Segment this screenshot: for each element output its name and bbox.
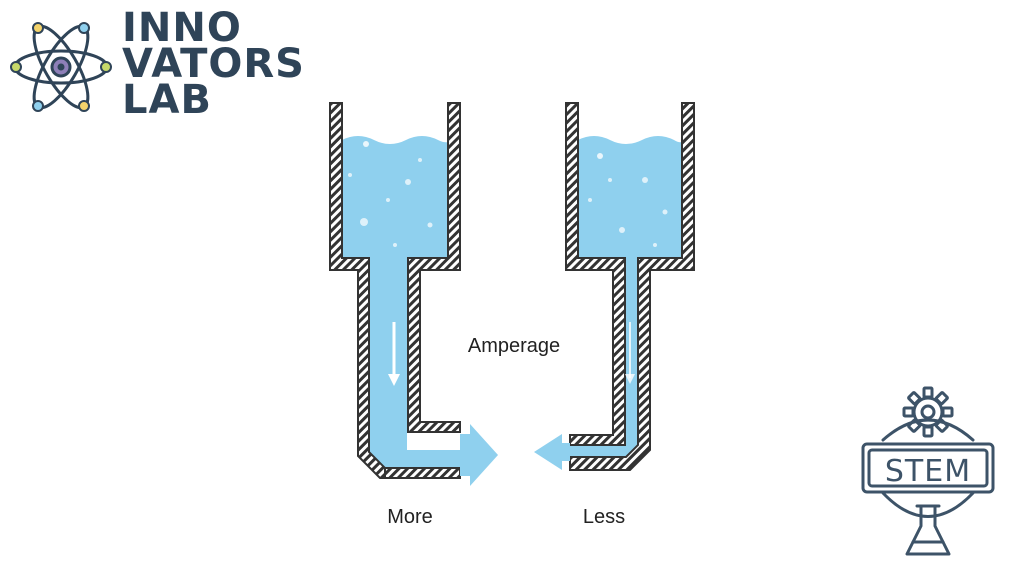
innovators-lab-logo: INNO VATORS LAB	[8, 5, 308, 125]
logo-line-1: INNO	[122, 5, 242, 51]
less-label: Less	[583, 506, 625, 528]
left-tank-wall-right	[407, 102, 461, 433]
left-tank-wall-bottom	[384, 467, 461, 479]
amperage-label: Amperage	[468, 335, 560, 357]
left-outflow-arrow	[460, 424, 498, 486]
left-tank-water	[342, 136, 460, 468]
stem-plaque	[861, 442, 995, 494]
right-tank	[534, 102, 695, 471]
stem-label: STEM	[885, 454, 971, 489]
left-tank	[329, 102, 498, 486]
logo-line-3: LAB	[122, 77, 212, 123]
logo-line-2: VATORS	[122, 41, 305, 87]
right-outflow-arrow	[534, 434, 570, 470]
atom-icon	[10, 22, 112, 112]
flask-icon	[905, 504, 951, 556]
right-tank-wall-right	[569, 102, 695, 471]
stem-badge: STEM	[861, 386, 995, 556]
more-label: More	[387, 506, 433, 528]
gear-icon	[902, 386, 954, 438]
logo-wordmark: INNO VATORS LAB	[122, 5, 305, 123]
